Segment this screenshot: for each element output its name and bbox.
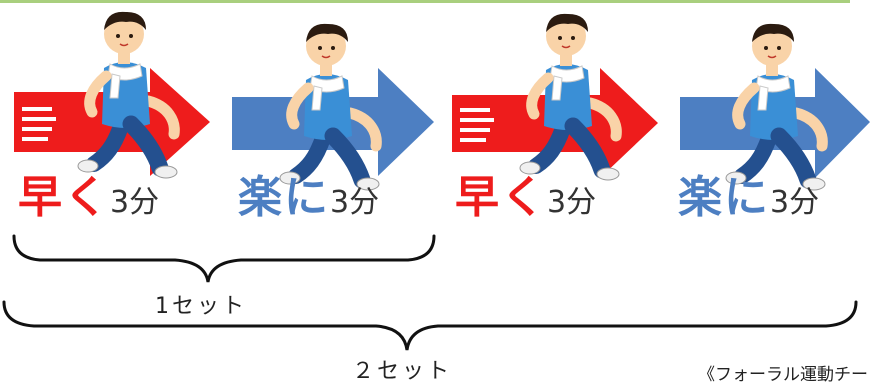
one-set-label: 1セット xyxy=(155,294,247,319)
segment-3 xyxy=(452,14,658,180)
segment-4 xyxy=(680,24,870,190)
duration: 3分 xyxy=(110,185,160,220)
keyword-fast: 早く xyxy=(455,172,547,223)
two-set-label: ２セット xyxy=(352,359,453,384)
curly-brace-icon xyxy=(12,234,436,283)
keyword-fast: 早く xyxy=(18,172,110,223)
segment-1 xyxy=(14,12,210,178)
header-rule xyxy=(0,0,850,3)
keyword-easy: 楽に xyxy=(238,172,330,223)
segment-2 xyxy=(232,24,434,190)
segment-4-label: 楽に3分 xyxy=(678,176,819,220)
duration: 3分 xyxy=(330,185,380,220)
segment-1-label: 早く3分 xyxy=(18,176,159,220)
segment-2-label: 楽に3分 xyxy=(238,176,379,220)
curly-brace-icon xyxy=(2,300,858,351)
duration: 3分 xyxy=(770,185,820,220)
credit-text: 《フォーラル運動チー xyxy=(698,365,868,385)
segment-3-label: 早く3分 xyxy=(455,176,596,220)
duration: 3分 xyxy=(547,185,597,220)
keyword-easy: 楽に xyxy=(678,172,770,223)
